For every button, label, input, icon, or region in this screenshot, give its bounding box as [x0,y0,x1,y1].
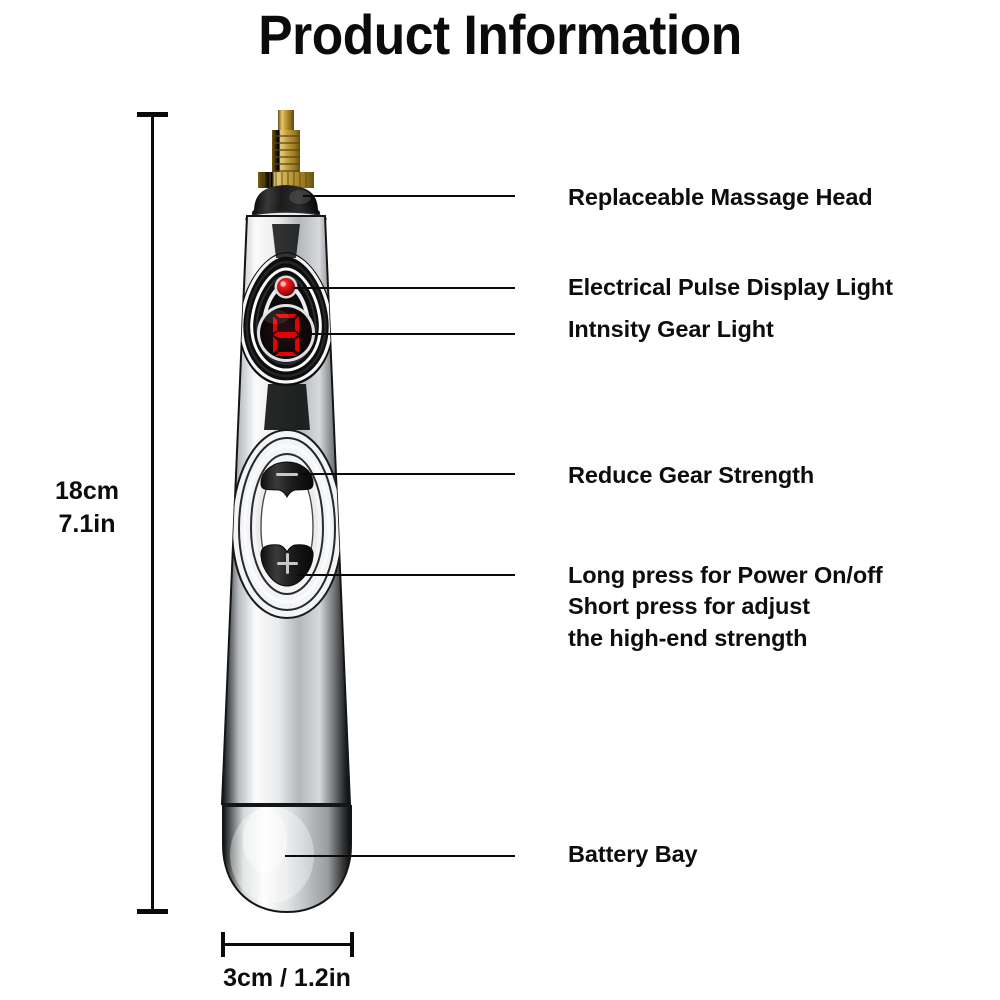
width-dimension-right-tick [350,932,354,957]
massage-head-tip [258,110,314,188]
callout-massage-head: Replaceable Massage Head [568,184,873,210]
height-dimension-bottom-tick [137,909,168,914]
callout-gear-light: Intnsity Gear Light [568,316,774,342]
electrical-pulse-led [274,275,298,299]
height-dimension-label: 18cm 7.1in [55,477,119,538]
callout-pulse-light: Electrical Pulse Display Light [568,274,893,300]
leader-line-reduce-gear [300,473,515,475]
intensity-gear-display [257,304,315,362]
seven-segment-digit [273,314,299,356]
leader-line-battery-bay [285,855,515,857]
button-panel [230,428,344,620]
leader-line-gear-light [297,333,515,335]
callout-power-button: Long press for Power On/off Short press … [568,562,883,651]
height-dimension-line [151,113,154,912]
width-dimension-line [222,943,352,946]
reduce-gear-button [260,461,314,499]
leader-line-pulse-light [294,287,515,289]
battery-bay-cap [222,805,352,914]
plus-icon [277,553,298,574]
callout-reduce-gear: Reduce Gear Strength [568,462,815,488]
width-dimension-label: 3cm / 1.2in [223,964,351,992]
minus-icon [276,473,298,476]
page-title: Product Information [258,3,742,66]
callout-battery-bay: Battery Bay [568,841,698,867]
leader-line-massage-head [303,195,515,197]
leader-line-power-button [297,574,515,576]
